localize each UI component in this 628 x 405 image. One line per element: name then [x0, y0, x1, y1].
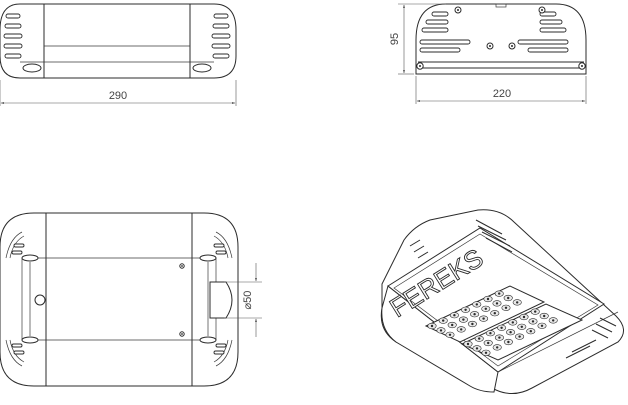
led-chip — [475, 303, 478, 306]
led-chip — [462, 318, 465, 321]
dimension-label-220: 220 — [493, 88, 511, 100]
led-chip — [451, 323, 454, 327]
led-chip — [489, 332, 492, 335]
led-chip — [511, 321, 514, 324]
dimension-width-220: 220 — [415, 76, 587, 104]
isometric-view: FEREKS — [380, 209, 624, 394]
led-chip — [493, 312, 496, 315]
side-screws — [416, 6, 586, 70]
led-chip — [453, 314, 456, 317]
led-chip — [509, 331, 512, 334]
led-chip — [520, 325, 523, 328]
led-chip — [498, 292, 501, 295]
led-chip — [522, 315, 526, 319]
front-vent-left — [3, 13, 23, 59]
led-chip — [487, 341, 490, 345]
led-chip — [466, 342, 470, 346]
led-chip — [529, 330, 532, 333]
led-chip — [496, 346, 499, 349]
led-chip — [484, 307, 487, 310]
led-chip — [484, 351, 488, 354]
led-chip — [471, 322, 474, 326]
led-chip — [442, 319, 445, 322]
led-chip — [486, 297, 490, 301]
iso-vents — [409, 219, 617, 359]
dimension-diameter-50: ⌀50 — [224, 263, 262, 337]
led-chip — [540, 324, 544, 327]
led-chip — [516, 301, 519, 304]
led-chip — [507, 296, 510, 300]
led-chip — [439, 329, 443, 332]
led-chip — [460, 328, 463, 331]
side-view: 95 220 — [389, 3, 587, 104]
led-chip — [507, 340, 510, 344]
dimension-label-diameter-50: ⌀50 — [242, 291, 254, 310]
led-chip — [518, 335, 521, 338]
led-chip — [478, 337, 481, 340]
led-lens-array — [424, 285, 584, 361]
top-view: ⌀50 — [0, 212, 262, 387]
dimension-label-290: 290 — [109, 90, 127, 102]
led-chip — [430, 324, 434, 328]
dimension-width-290: 290 — [0, 80, 237, 106]
led-chip — [534, 310, 537, 313]
top-vent-right — [213, 231, 233, 367]
led-chip — [543, 314, 546, 318]
side-vent-right — [517, 11, 569, 53]
led-chip — [448, 333, 452, 336]
led-chip — [464, 308, 467, 311]
led-chip — [531, 320, 535, 323]
led-chip — [498, 336, 501, 339]
front-vent-right — [211, 13, 231, 59]
led-chip — [473, 313, 476, 316]
led-chip — [500, 326, 503, 329]
top-vent-left — [5, 231, 25, 367]
led-chip — [552, 319, 555, 322]
dimension-height-95: 95 — [389, 3, 446, 75]
led-chip — [482, 317, 485, 320]
led-chip — [495, 302, 499, 305]
side-vent-left — [419, 11, 471, 53]
front-view: 290 — [0, 3, 237, 106]
led-chip — [504, 306, 508, 309]
led-chip — [475, 347, 479, 350]
dimension-label-95: 95 — [389, 33, 401, 45]
